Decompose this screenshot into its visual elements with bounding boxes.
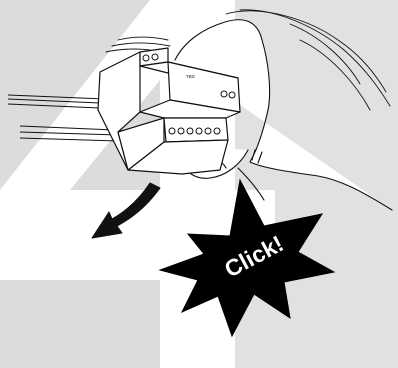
device-label: TBS [186,74,195,79]
